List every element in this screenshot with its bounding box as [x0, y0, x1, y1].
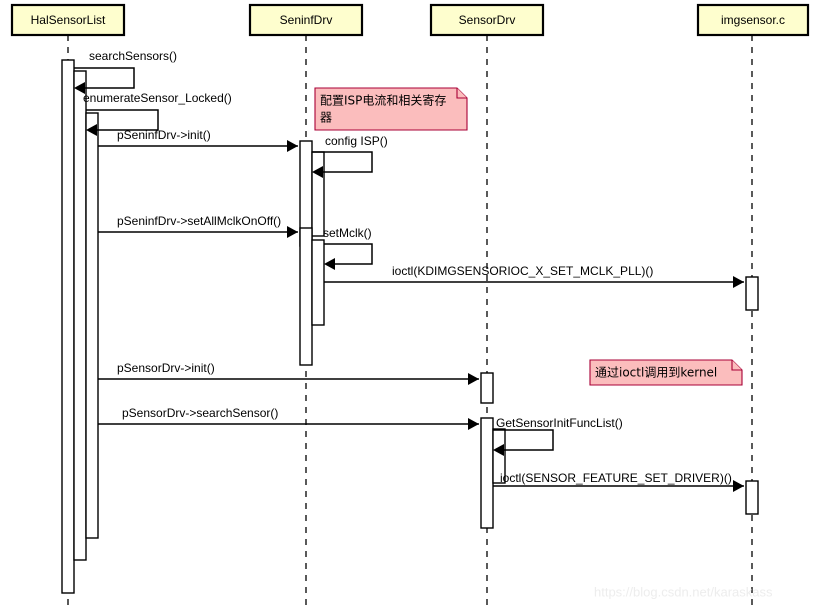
- note-ioctl-to-kernel-fold-icon: [731, 360, 742, 371]
- note-ioctl-to-kernel-body: [589, 359, 743, 386]
- sensor-activation-3: [492, 428, 506, 484]
- message-psensordrv-searchsensor-label: pSensorDrv->searchSensor(): [122, 406, 278, 420]
- participant-seninf[interactable]: SeninfDrv: [248, 3, 364, 37]
- participant-imgsensor[interactable]: imgsensor.c: [696, 3, 810, 37]
- sensor-activation-1: [480, 372, 494, 404]
- message-pseninfdrv-setallmclkonoff: pSeninfDrv->setAllMclkOnOff(): [98, 214, 298, 238]
- watermark-text: https://blog.csdn.net/karaskass: [594, 584, 773, 599]
- participant-box-hal[interactable]: [10, 3, 126, 37]
- message-config-isp-arrowhead: [312, 166, 323, 178]
- message-psensordrv-init: pSensorDrv->init(): [98, 361, 479, 385]
- participant-label-seninf: SeninfDrv: [280, 13, 333, 27]
- message-setmclk-label: setMclk(): [323, 226, 372, 240]
- message-pseninfdrv-setallmclkonoff-arrowhead: [287, 226, 298, 238]
- message-setmclk-arrowhead: [324, 258, 335, 270]
- participant-box-seninf[interactable]: [248, 3, 364, 37]
- hal-activation-3: [85, 112, 99, 539]
- imgsensor-activation-2: [745, 480, 759, 515]
- message-pseninfdrv-setallmclkonoff-label: pSeninfDrv->setAllMclkOnOff(): [117, 214, 281, 228]
- participant-label-imgsensor: imgsensor.c: [721, 13, 785, 27]
- message-search-sensors: searchSensors(): [74, 49, 177, 94]
- note-ioctl-to-kernel-line-0: 通过ioctl调用到kernel: [595, 366, 717, 380]
- seninf-activation-3: [299, 227, 313, 366]
- message-search-sensors-path: [74, 67, 135, 89]
- message-ioctl-set-mclk-pll-arrowhead: [733, 276, 744, 288]
- note-ioctl-to-kernel: 通过ioctl调用到kernel: [589, 359, 743, 386]
- seninf-activation-4: [311, 239, 325, 326]
- participant-label-sensor: SensorDrv: [459, 13, 516, 27]
- message-ioctl-sensor-feature-set-driver-label: ioctl(SENSOR_FEATURE_SET_DRIVER)(): [500, 471, 732, 485]
- message-ioctl-set-mclk-pll: ioctl(KDIMGSENSORIOC_X_SET_MCLK_PLL)(): [324, 264, 744, 288]
- message-pseninfdrv-init: pSeninfDrv->init(): [98, 128, 298, 152]
- participant-sensor[interactable]: SensorDrv: [429, 3, 545, 37]
- message-psensordrv-init-arrowhead: [468, 373, 479, 385]
- participant-headers-layer: HalSensorList SeninfDrv SensorDrv imgsensor…: [10, 3, 810, 37]
- message-enumerate-sensor-locked-label: enumerateSensor_Locked(): [83, 91, 232, 105]
- message-psensordrv-searchsensor: pSensorDrv->searchSensor(): [98, 406, 479, 430]
- message-setmclk-path: [324, 243, 373, 265]
- note-config-isp-registers-line-1: 器: [320, 111, 332, 125]
- watermark-layer: https://blog.csdn.net/karaskass: [594, 584, 773, 599]
- message-getsensorinitfunclist-label: GetSensorInitFuncList(): [496, 416, 623, 430]
- participant-box-sensor[interactable]: [429, 3, 545, 37]
- message-getsensorinitfunclist-path: [493, 429, 554, 451]
- hal-activation-2: [73, 70, 87, 561]
- message-pseninfdrv-init-label: pSeninfDrv->init(): [117, 128, 211, 142]
- message-ioctl-sensor-feature-set-driver-arrowhead: [733, 480, 744, 492]
- message-setmclk: setMclk(): [323, 226, 373, 270]
- participant-box-imgsensor[interactable]: [696, 3, 810, 37]
- sensor-activation-2: [480, 417, 494, 529]
- message-ioctl-sensor-feature-set-driver: ioctl(SENSOR_FEATURE_SET_DRIVER)(): [493, 471, 744, 492]
- seninf-activation-2: [311, 151, 325, 237]
- message-enumerate-sensor-locked-arrowhead: [86, 124, 97, 136]
- message-config-isp-path: [312, 151, 373, 173]
- participant-label-hal: HalSensorList: [31, 13, 106, 27]
- message-search-sensors-label: searchSensors(): [89, 49, 177, 63]
- message-enumerate-sensor-locked: enumerateSensor_Locked(): [83, 91, 232, 136]
- message-getsensorinitfunclist: GetSensorInitFuncList(): [493, 416, 623, 456]
- message-enumerate-sensor-locked-path: [86, 109, 159, 131]
- imgsensor-activation-1: [745, 276, 759, 311]
- message-psensordrv-searchsensor-arrowhead: [468, 418, 479, 430]
- message-psensordrv-init-label: pSensorDrv->init(): [117, 361, 215, 375]
- message-search-sensors-arrowhead: [74, 82, 85, 94]
- message-ioctl-set-mclk-pll-label: ioctl(KDIMGSENSORIOC_X_SET_MCLK_PLL)(): [392, 264, 653, 278]
- message-pseninfdrv-init-arrowhead: [287, 140, 298, 152]
- note-config-isp-registers-fold-icon: [456, 88, 467, 99]
- message-config-isp-label: config ISP(): [325, 134, 388, 148]
- note-config-isp-registers-body: [314, 87, 468, 131]
- note-config-isp-registers-line-0: 配置ISP电流和相关寄存: [320, 93, 446, 108]
- message-getsensorinitfunclist-arrowhead: [493, 444, 504, 456]
- activations-layer: [61, 59, 759, 594]
- hal-activation-1: [61, 59, 75, 594]
- message-config-isp: config ISP(): [312, 134, 388, 178]
- participant-hal[interactable]: HalSensorList: [10, 3, 126, 37]
- messages-layer: searchSensors() enumerateSensor_Locked()p…: [74, 49, 744, 492]
